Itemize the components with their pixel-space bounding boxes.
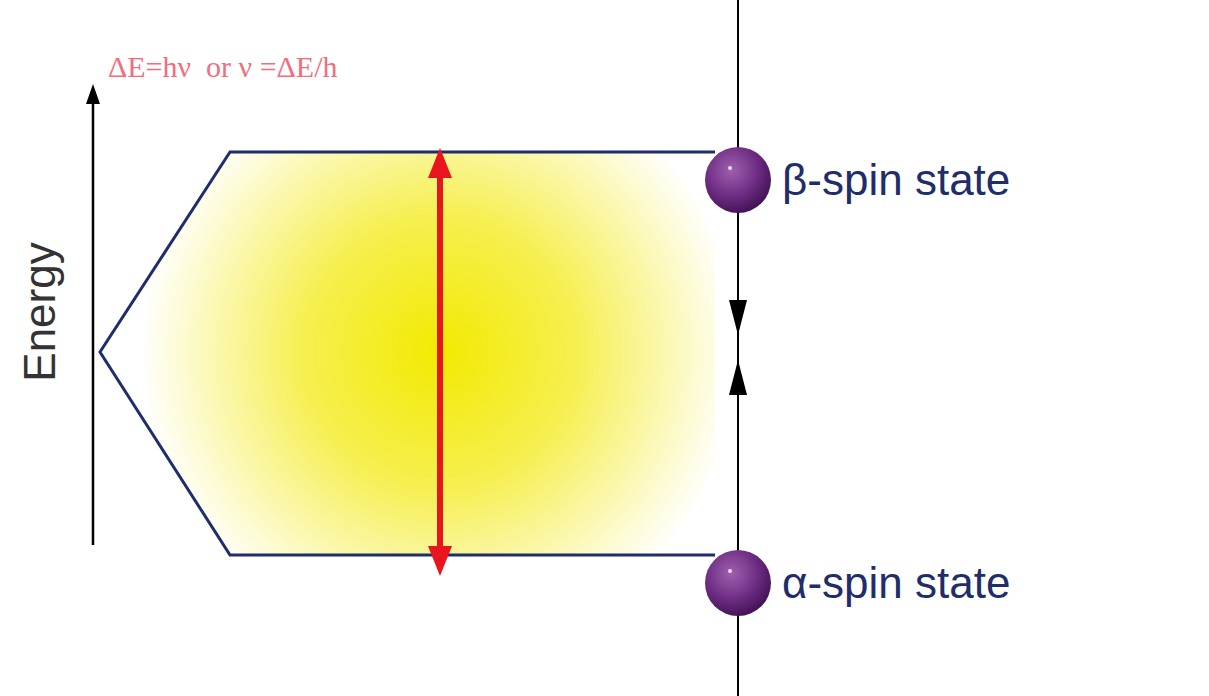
sphere-highlight: [728, 166, 732, 170]
state-label: β-spin state: [782, 158, 1010, 202]
sphere-highlight: [728, 569, 732, 573]
spin-arrow-down: [729, 300, 747, 335]
nucleus-sphere: [705, 550, 771, 616]
energy-axis: [92, 100, 95, 545]
axis-label: Energy: [18, 242, 62, 381]
energy-axis-head: [86, 84, 100, 104]
state-label: α-spin state: [782, 561, 1010, 605]
nucleus-sphere: [705, 147, 771, 213]
energy-gap-fill: [100, 152, 715, 555]
spin-arrow-up: [729, 360, 747, 395]
formula-label: ΔE=hν or ν =ΔE/h: [108, 52, 338, 82]
transition-arrow: [428, 148, 452, 576]
energy-level-lines: [100, 152, 715, 555]
